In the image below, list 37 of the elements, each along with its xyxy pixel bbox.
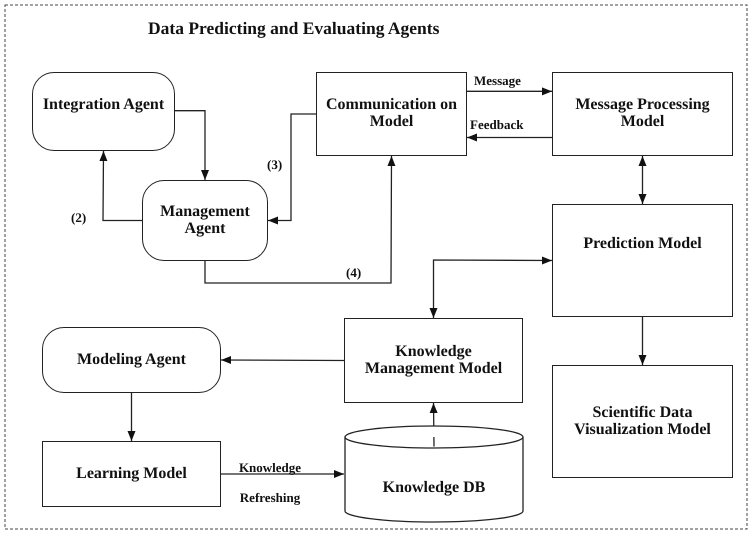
arrow [638, 317, 646, 365]
node-label: Message Processing Model [574, 97, 711, 131]
arrow [467, 87, 552, 96]
node-label: Integration Agent [42, 97, 166, 114]
node-label: Communication on Model [325, 97, 458, 131]
arrow [467, 134, 552, 142]
edge-label: (4) [345, 265, 362, 281]
agent-box [142, 180, 268, 261]
arrow [221, 470, 344, 478]
arrow [99, 151, 142, 222]
node-label: Modeling Agent [76, 352, 187, 368]
diagram-title: Data Predicting and Evaluating Agents [148, 18, 440, 39]
arrow [221, 356, 344, 364]
arrow [638, 156, 646, 204]
node-label: Knowledge DB [382, 480, 486, 496]
model-box [344, 318, 523, 403]
node-label: Management Agent [159, 204, 251, 238]
database-cylinder [344, 425, 524, 523]
arrow [268, 113, 316, 224]
agent-box [42, 327, 221, 393]
edge-label: (3) [266, 157, 284, 173]
node-label: Knowledge Management Model [364, 344, 504, 378]
arrow [430, 256, 552, 318]
edge-label: (2) [70, 210, 88, 226]
node-label: Prediction Model [582, 236, 703, 253]
model-box [552, 204, 733, 317]
arrow [128, 393, 136, 441]
model-box [552, 365, 733, 478]
model-box [316, 72, 467, 156]
model-box [42, 441, 221, 507]
edge-label: Knowledge Refreshing [238, 459, 302, 507]
arrow [204, 156, 396, 284]
model-box [552, 72, 733, 156]
node-label: Scientific Data Visualization Model [573, 404, 712, 438]
agent-box [32, 72, 175, 151]
arrow [175, 110, 209, 180]
node-label: Learning Model [75, 466, 188, 482]
